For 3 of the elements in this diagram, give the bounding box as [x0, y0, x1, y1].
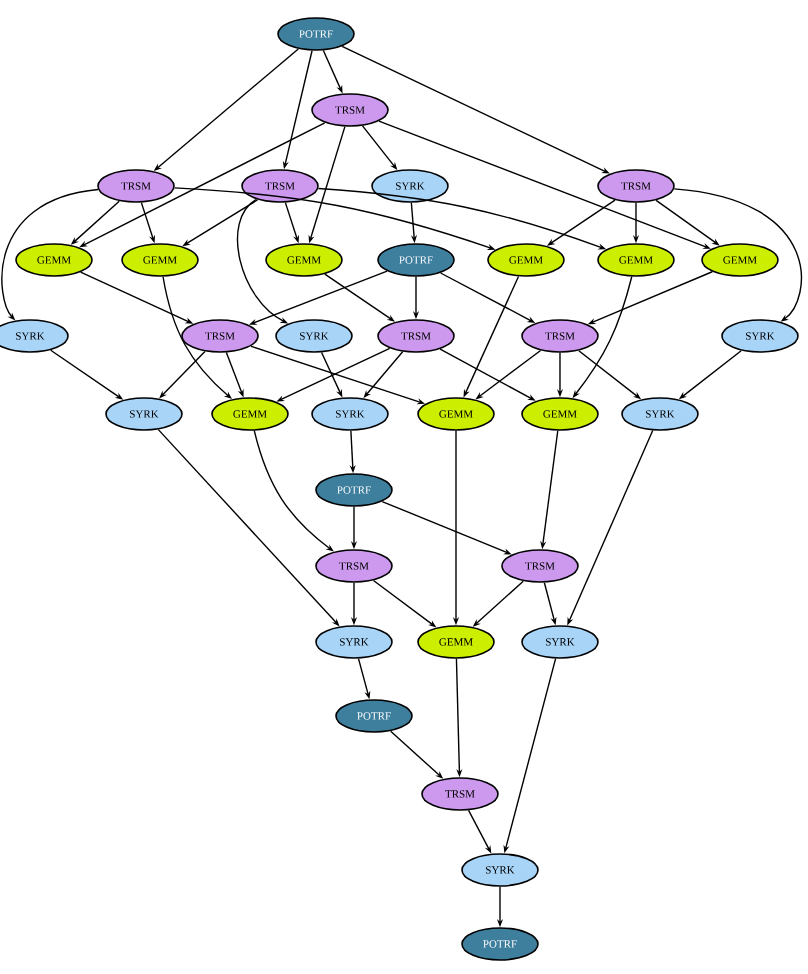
arrow	[253, 430, 334, 552]
arrow	[547, 199, 616, 246]
arrow	[673, 188, 803, 322]
